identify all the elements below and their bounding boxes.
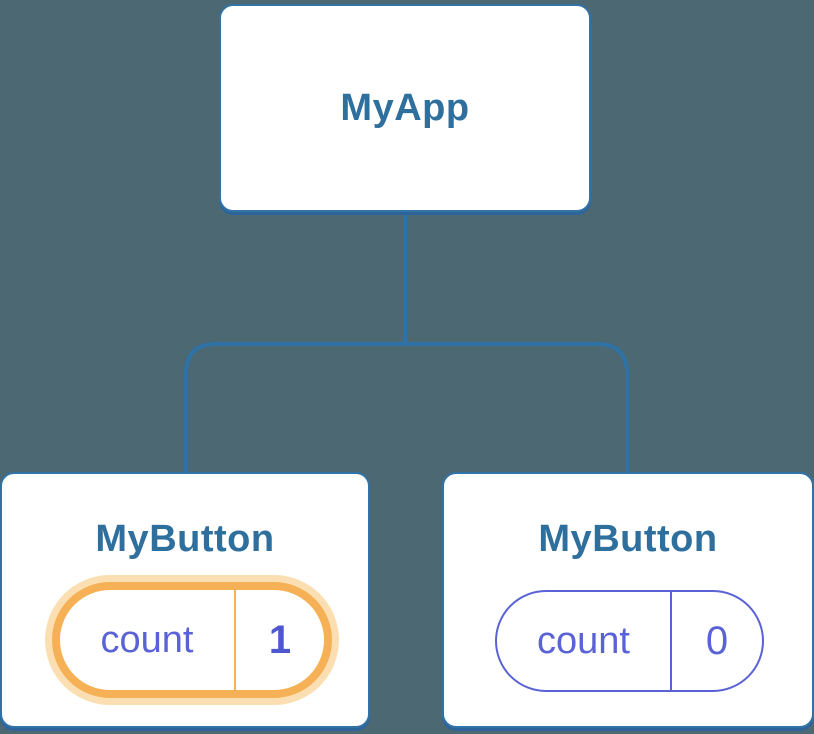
state-key-label: count: [537, 619, 630, 662]
tree-node-mybutton-first: MyButton count 1: [0, 472, 370, 728]
component-name-label: MyApp: [340, 86, 470, 129]
state-value: 0: [705, 618, 729, 663]
component-name-label: MyButton: [538, 518, 718, 560]
state-pill: count 0: [495, 590, 764, 692]
state-divider: [670, 592, 672, 690]
tree-node-root: MyApp: [219, 4, 591, 212]
component-name-label: MyButton: [95, 518, 275, 560]
tree-node-mybutton-second: MyButton count 0: [442, 472, 814, 728]
state-key-label: count: [100, 618, 194, 661]
state-value: 1: [268, 617, 292, 662]
state-divider: [234, 590, 236, 690]
state-pill-highlighted: count 1: [52, 582, 332, 698]
